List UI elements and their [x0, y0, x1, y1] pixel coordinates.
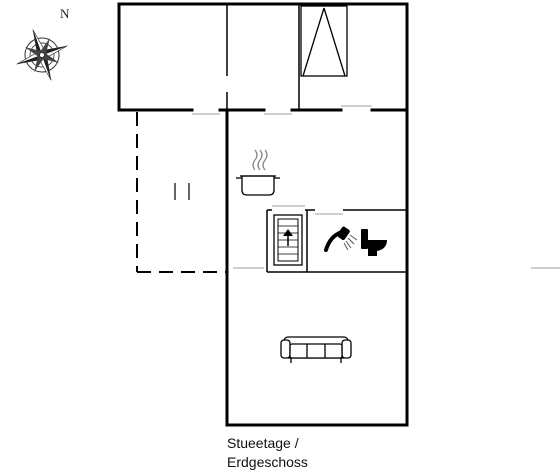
- floor-label: Stueetage / Erdgeschoss: [227, 434, 308, 472]
- door-openings: [192, 105, 560, 269]
- staircase-up-icon: [273, 214, 303, 266]
- terrace-outline: [136, 112, 227, 273]
- attic-ladder-icon: [300, 5, 348, 77]
- compass-north-label: N: [60, 6, 70, 21]
- exterior-walls: [117, 2, 409, 427]
- floor-label-line-2: Erdgeschoss: [227, 454, 308, 470]
- cooking-pot-icon: [236, 149, 280, 196]
- compass-rose-icon: N: [16, 6, 70, 81]
- door-icon: [174, 183, 190, 200]
- toilet-icon: [361, 229, 387, 256]
- sofa-icon: [280, 336, 352, 363]
- interior-walls: [226, 4, 407, 273]
- shower-icon: [324, 226, 358, 252]
- floor-label-line-1: Stueetage /: [227, 435, 299, 451]
